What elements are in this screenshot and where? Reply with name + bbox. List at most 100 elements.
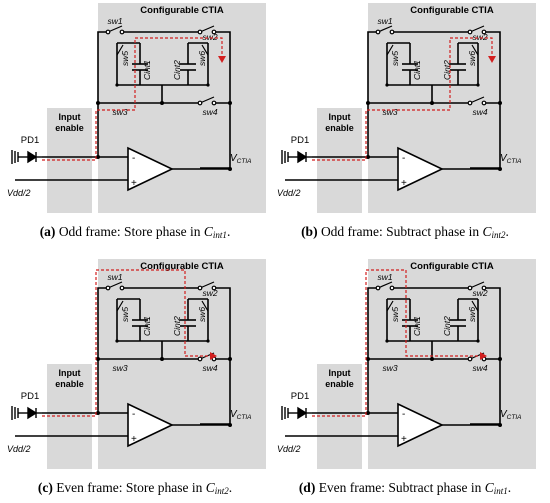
cint2-label: Cint2 (442, 316, 452, 336)
cint1-label: Cint1 (142, 60, 152, 80)
ctia-title: Configurable CTIA (140, 5, 224, 16)
minus-sign: - (402, 409, 405, 420)
sw1-label: sw1 (107, 272, 122, 282)
input-enable-label-line2: enable (55, 379, 84, 389)
input-enable-label-line2: enable (325, 123, 354, 133)
amplifier (397, 146, 502, 192)
amplifier (127, 402, 232, 448)
current-path (312, 269, 482, 417)
sw3-label: sw3 (382, 107, 397, 117)
vout-label: VCTIA (230, 409, 251, 421)
sw3-label: sw3 (382, 363, 397, 373)
ctia-title: Configurable CTIA (410, 5, 494, 16)
caption-c: (c) Even frame: Store phase in Cint2. (37, 480, 233, 496)
vdd-label: Vdd/2 (277, 188, 301, 198)
plus-sign: + (131, 178, 137, 189)
sw5-label: sw5 (390, 51, 400, 66)
switches (105, 281, 217, 362)
wires (285, 287, 501, 437)
photodiode (11, 150, 42, 164)
minus-sign: - (132, 409, 135, 420)
input-enable-label-line2: enable (325, 379, 354, 389)
configurable-ctia-box (98, 259, 266, 469)
circuit-diagram: Configurable CTIA Input enable (277, 259, 536, 469)
pd-label: PD1 (291, 391, 309, 402)
sw5-label: sw5 (390, 307, 400, 322)
switches (375, 281, 487, 362)
switches (105, 25, 217, 106)
junction-dots (366, 83, 502, 159)
sw3-label: sw3 (112, 363, 127, 373)
plus-sign: + (401, 434, 407, 445)
current-arrow (218, 56, 226, 63)
sw4-label: sw4 (472, 107, 487, 117)
switches (375, 25, 487, 106)
caption-b: (b) Odd frame: Subtract phase in Cint2. (301, 224, 509, 240)
sw2-label: sw2 (202, 288, 217, 298)
sw5-label: sw5 (120, 51, 130, 66)
sw4-label: sw4 (472, 363, 487, 373)
caption-d: (d) Even frame: Subtract phase in Cint1. (298, 480, 512, 496)
junction-dots (96, 83, 232, 159)
capacitors (402, 43, 466, 85)
cint2-label: Cint2 (172, 60, 182, 80)
vdd-label: Vdd/2 (7, 444, 31, 454)
sw6-label: sw6 (467, 307, 477, 322)
cint1-label: Cint1 (412, 316, 422, 336)
junction-dots (366, 339, 502, 415)
capacitors (132, 299, 196, 341)
sw4-label: sw4 (202, 363, 217, 373)
vdd-label: Vdd/2 (277, 444, 301, 454)
sw1-label: sw1 (107, 16, 122, 26)
pd-label: PD1 (21, 135, 39, 146)
minus-sign: - (402, 153, 405, 164)
input-enable-label-line2: enable (55, 123, 84, 133)
amplifier (127, 146, 232, 192)
ctia-title: Configurable CTIA (140, 261, 224, 272)
current-arrow (480, 352, 487, 360)
sw3-label: sw3 (112, 107, 127, 117)
capacitors (402, 299, 466, 341)
sw5-label: sw5 (120, 307, 130, 322)
amplifier (397, 402, 502, 448)
current-path (312, 37, 493, 161)
input-enable-label-line1: Input (59, 112, 81, 122)
current-path (42, 269, 212, 417)
photodiode (11, 406, 42, 420)
panel-c: Configurable CTIA Input enable (0, 256, 270, 496)
cint1-label: Cint1 (412, 60, 422, 80)
sw2-label: sw2 (202, 32, 217, 42)
sw4-label: sw4 (202, 107, 217, 117)
cint2-label: Cint2 (442, 60, 452, 80)
sw1-label: sw1 (377, 272, 392, 282)
wires (15, 31, 231, 181)
input-enable-label-line1: Input (59, 368, 81, 378)
current-arrow (488, 56, 496, 63)
plus-sign: + (131, 434, 137, 445)
junction-dots (96, 339, 232, 415)
panel-d: Configurable CTIA Input enable (270, 256, 540, 496)
sw6-label: sw6 (197, 307, 207, 322)
circuit-diagram: Configurable CTIA Input enable (7, 3, 266, 213)
minus-sign: - (132, 153, 135, 164)
ctia-title: Configurable CTIA (410, 261, 494, 272)
cint1-label: Cint1 (142, 316, 152, 336)
input-enable-label-line1: Input (329, 112, 351, 122)
panel-b: Configurable CTIA Input enable (270, 0, 540, 240)
configurable-ctia-box (368, 259, 536, 469)
sw1-label: sw1 (377, 16, 392, 26)
sw2-label: sw2 (472, 32, 487, 42)
capacitors (132, 43, 196, 85)
sw6-label: sw6 (467, 51, 477, 66)
vout-label: VCTIA (500, 409, 521, 421)
input-enable-label-line1: Input (329, 368, 351, 378)
circuit-diagram: Configurable CTIA Input enable (277, 3, 536, 213)
vdd-label: Vdd/2 (7, 188, 31, 198)
plus-sign: + (401, 178, 407, 189)
sw2-label: sw2 (472, 288, 487, 298)
cint2-label: Cint2 (172, 316, 182, 336)
vout-label: VCTIA (230, 153, 251, 165)
sw6-label: sw6 (197, 51, 207, 66)
pd-label: PD1 (291, 135, 309, 146)
circuit-diagram: Configurable CTIA Input enable (7, 259, 266, 469)
